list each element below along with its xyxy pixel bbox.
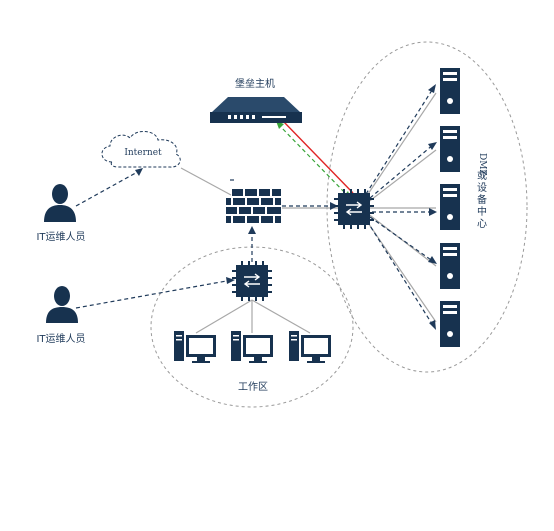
internet-label: Internet bbox=[124, 148, 162, 158]
cloud-icon bbox=[101, 131, 181, 168]
internet-cloud: Internet bbox=[101, 131, 181, 168]
server-tower-icon bbox=[440, 68, 460, 114]
desktop-computer-icon bbox=[174, 331, 216, 363]
bastion-label: 堡垒主机 bbox=[235, 77, 275, 90]
bastion-host: 堡垒主机 bbox=[210, 77, 302, 123]
server-5 bbox=[440, 301, 460, 347]
rack-server-icon bbox=[210, 97, 302, 123]
link-switch-server-2 bbox=[366, 149, 437, 204]
link-workswitch-pc-1 bbox=[195, 299, 253, 334]
dmz-zone-ellipse bbox=[326, 41, 528, 373]
desktop-1 bbox=[174, 331, 216, 363]
arrow-head-workswitch bbox=[226, 277, 235, 284]
server-tower-icon bbox=[440, 126, 460, 172]
workzone-label: 工作区 bbox=[238, 381, 268, 393]
link-dmz-1 bbox=[365, 86, 435, 195]
dmz-label-line1: DMZ bbox=[477, 153, 487, 176]
link-bastion-switch-red bbox=[282, 120, 354, 194]
it-user-bottom: IT运维人员 bbox=[36, 286, 86, 345]
it-user-top-label: IT运维人员 bbox=[36, 230, 85, 243]
link-workswitch-pc-3 bbox=[251, 299, 311, 334]
workzone-switch bbox=[232, 261, 272, 301]
link-dmz-4 bbox=[369, 216, 435, 263]
dmz-label-line2: 或设备中心 bbox=[477, 170, 487, 230]
person-icon bbox=[46, 286, 78, 323]
arrow-head-dmz-3 bbox=[429, 208, 437, 216]
dmz-servers bbox=[440, 68, 460, 347]
arrow-head-dmz-4 bbox=[428, 256, 437, 264]
firewall bbox=[226, 189, 281, 223]
workzone-computers bbox=[174, 331, 331, 363]
solid-gray-links bbox=[180, 92, 437, 334]
desktop-2 bbox=[231, 331, 273, 363]
server-tower-icon bbox=[440, 243, 460, 289]
server-1 bbox=[440, 68, 460, 114]
server-2 bbox=[440, 126, 460, 172]
arrow-head-firewall bbox=[248, 226, 256, 234]
it-user-bottom-label: IT运维人员 bbox=[36, 332, 85, 345]
link-user-bottom-workswitch bbox=[75, 279, 233, 309]
link-user-top-internet bbox=[75, 169, 142, 207]
server-tower-icon bbox=[440, 184, 460, 230]
link-internet-firewall bbox=[180, 167, 232, 196]
server-tower-icon bbox=[440, 301, 460, 347]
arrow-head-dmz-1 bbox=[428, 84, 436, 93]
firewall-icon bbox=[226, 189, 281, 223]
it-user-top: IT运维人员 bbox=[36, 184, 86, 243]
network-switch-icon bbox=[232, 261, 272, 301]
person-icon bbox=[44, 184, 76, 222]
link-bastion-switch-green bbox=[277, 123, 349, 197]
server-4 bbox=[440, 243, 460, 289]
link-switch-server-1 bbox=[363, 92, 437, 201]
desktop-3 bbox=[289, 331, 331, 363]
dmz-label: DMZ 或设备中心 bbox=[477, 153, 487, 230]
link-dmz-2 bbox=[369, 143, 435, 199]
desktop-computer-icon bbox=[289, 331, 331, 363]
desktop-computer-icon bbox=[231, 331, 273, 363]
dashed-arrow-heads bbox=[135, 84, 437, 330]
arrow-head-dmz-2 bbox=[428, 142, 437, 150]
dmz-switch bbox=[334, 189, 374, 229]
server-3 bbox=[440, 184, 460, 230]
arrow-head-dmz-5 bbox=[429, 320, 436, 330]
network-switch-icon bbox=[334, 189, 374, 229]
arrow-head-internet bbox=[135, 168, 143, 176]
